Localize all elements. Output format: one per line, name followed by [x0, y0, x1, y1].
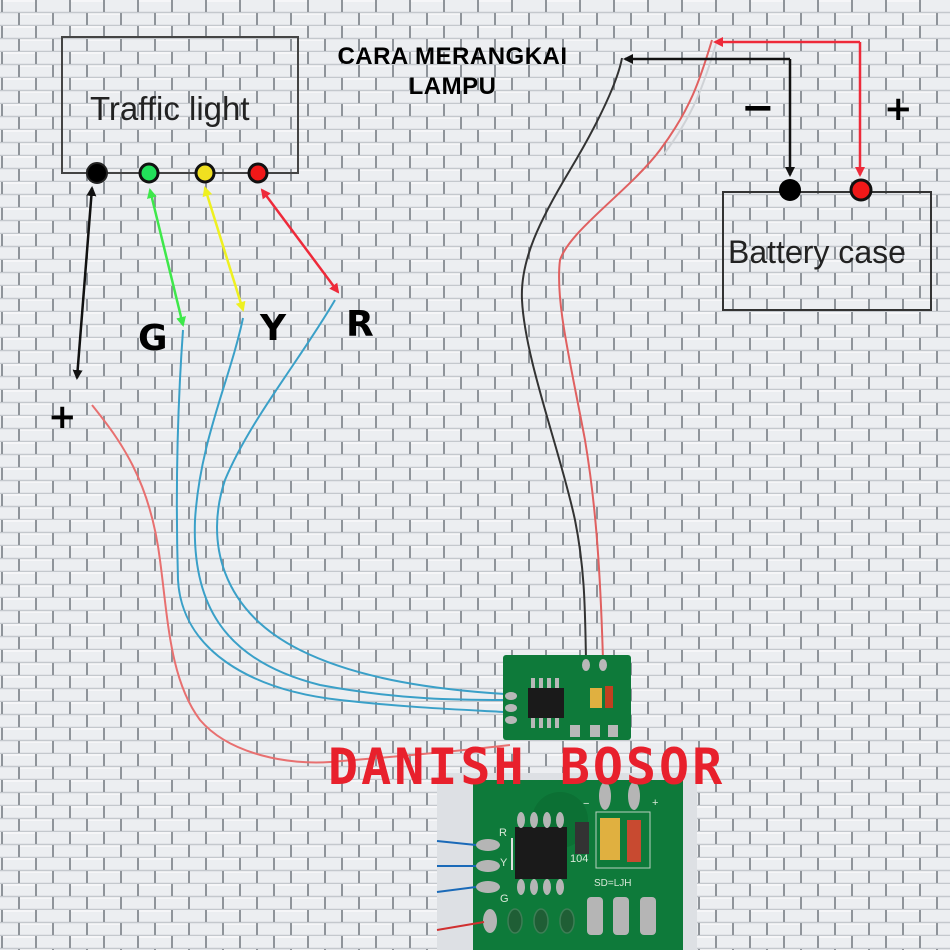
pcb-minus-label: − [583, 798, 590, 810]
battery-terminal-minus [779, 179, 801, 201]
pcb-silk-label: SD=LJH [594, 878, 632, 889]
wire-red-battery [558, 39, 713, 661]
inset-wire-g [436, 886, 477, 893]
arrow-red [260, 188, 340, 294]
wire-label-green: G [138, 318, 168, 359]
arrow-green [147, 188, 186, 327]
inset-wire-plus [436, 921, 485, 931]
battery-terminal-plus [849, 178, 873, 202]
pcb-cap-label: 104 [570, 853, 589, 865]
page-title: CARA MERANGKAI LAMPU [310, 42, 595, 102]
battery-plus-sign: + [884, 89, 913, 129]
arrow-yellow [202, 186, 246, 312]
wire-blue-red [216, 299, 506, 695]
wire-label-yellow: Y [260, 308, 287, 349]
terminal-red [247, 162, 269, 184]
pcb-large-inset [473, 780, 683, 950]
pcb-pin-label-r: R [499, 827, 507, 839]
pcb-pin-label-y: Y [500, 857, 508, 869]
battery-case-label: Battery case [728, 234, 906, 270]
battery-minus-sign: − [741, 85, 775, 131]
title-line-1: CARA MERANGKAI [337, 43, 568, 70]
pcb-plus-label: + [652, 797, 659, 809]
wire-red-plus [91, 404, 511, 764]
terminal-common [86, 162, 108, 184]
arrow-black-common [72, 186, 97, 380]
wire-blue-yellow [193, 317, 506, 701]
pcb-pin-label-g: G [500, 893, 509, 905]
wire-label-plus: + [48, 397, 77, 437]
traffic-light-box [61, 36, 299, 174]
terminal-yellow [194, 162, 216, 184]
title-line-2: LAMPU [408, 73, 497, 100]
wire-label-red: R [346, 304, 374, 345]
wire-red-battery-shadow [663, 43, 717, 155]
watermark: DANISH BOSOR [328, 738, 726, 796]
pcb-small [503, 655, 631, 740]
inset-wire-r [436, 840, 477, 846]
traffic-light-label: Traffic light [90, 90, 250, 127]
wire-black-battery [520, 57, 623, 661]
battery-case-box [722, 191, 932, 311]
wire-blue-green [175, 329, 506, 713]
terminal-green [138, 162, 160, 184]
